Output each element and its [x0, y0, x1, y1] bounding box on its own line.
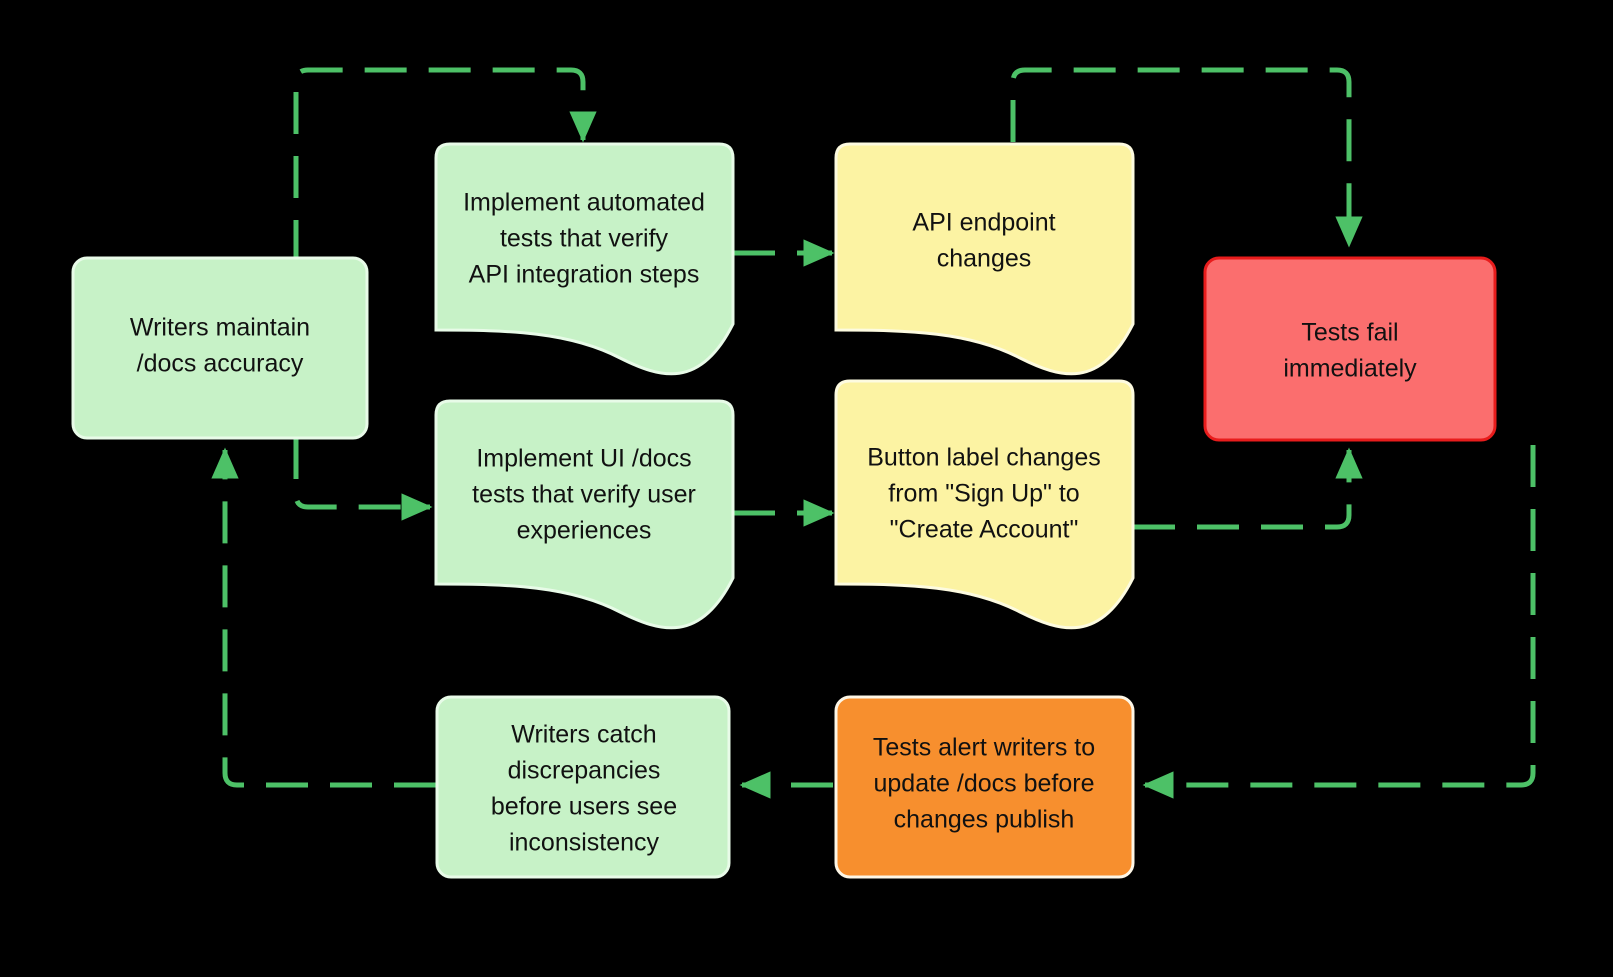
node-tests-alert-writers-shape: [834, 695, 1135, 879]
node-writers-catch-line-1: discrepancies: [508, 757, 661, 785]
node-api-endpoint-changes-line-0: API endpoint: [912, 209, 1055, 237]
edge-writers-catch-to-writers-maintain: [211, 447, 436, 788]
node-implement-ui-tests[interactable]: Implement UI /docs tests that verify use…: [434, 399, 735, 630]
node-tests-alert-writers-line-0: Tests alert writers to: [873, 734, 1095, 762]
node-tests-fail-shape: [1203, 256, 1497, 442]
node-writers-catch[interactable]: Writers catch discrepancies before users…: [435, 695, 731, 879]
node-implement-ui-tests-line-1: tests that verify user: [472, 481, 696, 509]
node-tests-alert-writers-line-1: update /docs before: [874, 770, 1095, 798]
node-writers-maintain-line-1: /docs accuracy: [137, 350, 304, 378]
node-implement-api-tests-shape: [434, 142, 735, 376]
node-writers-maintain[interactable]: Writers maintain /docs accuracy: [71, 256, 369, 440]
node-tests-alert-writers-line-2: changes publish: [894, 806, 1075, 834]
node-implement-ui-tests-shape: [434, 399, 735, 630]
node-button-label-changes-line-0: Button label changes: [867, 444, 1101, 472]
node-implement-api-tests-line-0: Implement automated: [463, 189, 705, 217]
node-writers-catch-line-0: Writers catch: [511, 721, 656, 749]
edge-layer: [211, 67, 1536, 799]
node-writers-catch-shape: [435, 695, 731, 879]
node-implement-api-tests-line-2: API integration steps: [469, 261, 700, 289]
edge-button-label-changes-to-tests-fail: [1133, 447, 1363, 530]
node-implement-ui-tests-line-2: experiences: [517, 517, 652, 545]
edge-tests-fail-to-tests-alert-writers: [1142, 445, 1536, 799]
node-writers-maintain-line-0: Writers maintain: [130, 314, 310, 342]
edge-api-endpoint-changes-to-tests-fail: [1010, 67, 1363, 248]
node-api-endpoint-changes-shape: [834, 142, 1135, 376]
node-tests-alert-writers[interactable]: Tests alert writers to update /docs befo…: [834, 695, 1135, 879]
node-implement-ui-tests-line-0: Implement UI /docs: [476, 445, 691, 473]
node-button-label-changes-line-2: "Create Account": [890, 516, 1079, 544]
node-api-endpoint-changes-line-1: changes: [937, 245, 1032, 273]
node-writers-maintain-shape: [71, 256, 369, 440]
node-implement-api-tests-line-1: tests that verify: [500, 225, 669, 253]
node-layer: Writers maintain /docs accuracy Implemen…: [71, 142, 1497, 879]
node-writers-catch-line-2: before users see: [491, 793, 677, 821]
node-button-label-changes[interactable]: Button label changes from "Sign Up" to "…: [834, 379, 1135, 630]
node-tests-fail-line-0: Tests fail: [1301, 319, 1398, 347]
edge-writers-maintain-to-implement-api-tests: [293, 67, 597, 262]
node-writers-catch-line-3: inconsistency: [509, 829, 660, 857]
node-button-label-changes-line-1: from "Sign Up" to: [888, 480, 1079, 508]
node-api-endpoint-changes[interactable]: API endpoint changes: [834, 142, 1135, 376]
node-implement-api-tests[interactable]: Implement automated tests that verify AP…: [434, 142, 735, 376]
node-button-label-changes-shape: [834, 379, 1135, 630]
edge-writers-maintain-to-implement-ui-tests: [293, 437, 433, 521]
node-tests-fail[interactable]: Tests fail immediately: [1203, 256, 1497, 442]
node-tests-fail-line-1: immediately: [1283, 355, 1417, 383]
